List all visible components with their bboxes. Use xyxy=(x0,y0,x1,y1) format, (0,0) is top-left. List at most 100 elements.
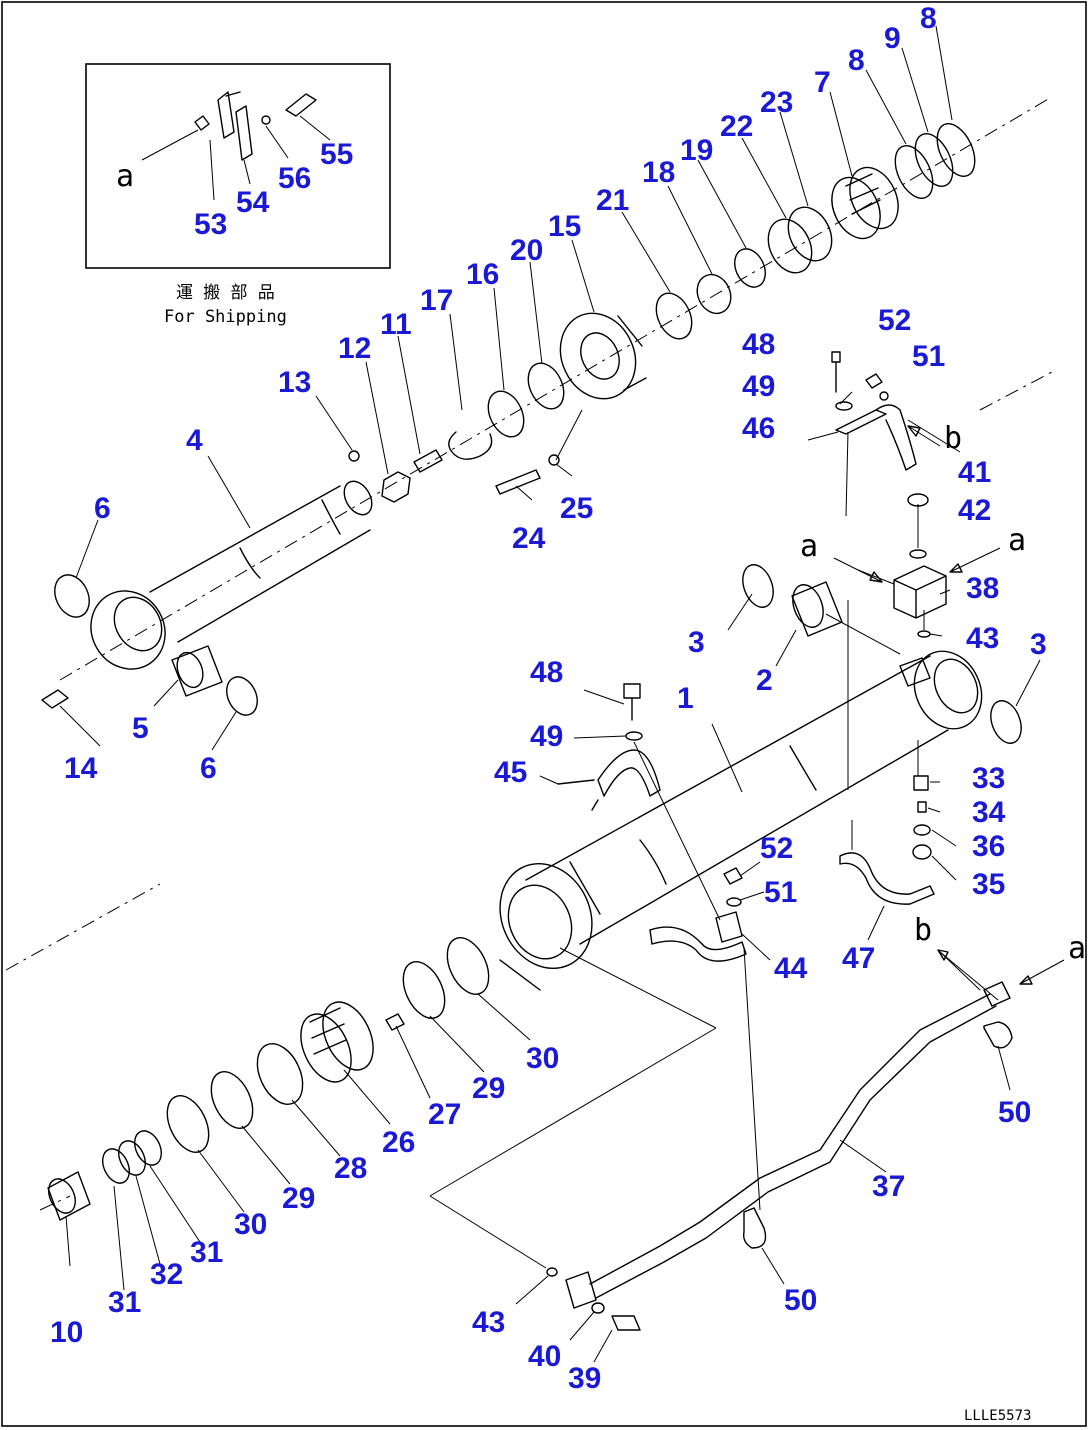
screw-11 xyxy=(413,449,443,473)
callout-29: 29 xyxy=(472,1072,505,1105)
lower-leaders xyxy=(65,993,531,1291)
ring-32 xyxy=(118,1140,146,1176)
tube-leaders xyxy=(711,391,1041,881)
callout-6: 6 xyxy=(200,752,217,785)
rod-bushing xyxy=(171,645,223,697)
callout-24: 24 xyxy=(512,522,546,555)
seal-20 xyxy=(527,362,565,410)
callout-9: 9 xyxy=(884,22,901,55)
piston-7 xyxy=(831,166,899,240)
ring-31b xyxy=(134,1130,162,1166)
callout-2: 2 xyxy=(756,664,773,697)
callout-50: 50 xyxy=(998,1096,1031,1129)
callout-52: 52 xyxy=(760,832,793,865)
clamp-50-right xyxy=(983,1021,1013,1049)
seal-3-left xyxy=(742,564,774,608)
cylinder-head-15 xyxy=(559,312,647,400)
callout-30: 30 xyxy=(526,1042,559,1075)
upper-leaders xyxy=(59,25,953,751)
fitting-33 xyxy=(913,775,929,791)
callout-6: 6 xyxy=(94,492,111,525)
seal-28 xyxy=(256,1043,304,1105)
callout-20: 20 xyxy=(510,234,543,267)
callout-14: 14 xyxy=(64,752,98,785)
callout-34: 34 xyxy=(972,796,1006,829)
callout-39: 39 xyxy=(568,1362,601,1395)
callout-55: 55 xyxy=(320,138,353,171)
o-ring-43-lower xyxy=(546,1267,558,1277)
screw-27 xyxy=(385,1013,405,1031)
inset-for-shipping: a 53 54 56 55 xyxy=(85,63,391,269)
callout-49: 49 xyxy=(742,370,775,403)
callout-10: 10 xyxy=(50,1316,83,1349)
nut-12 xyxy=(381,471,411,503)
callout-7: 7 xyxy=(814,66,831,99)
callout-22: 22 xyxy=(720,110,753,143)
callout-21: 21 xyxy=(596,184,629,217)
callout-36: 36 xyxy=(972,830,1005,863)
callout-30: 30 xyxy=(234,1208,267,1241)
bolt-24 xyxy=(495,469,541,495)
clamp-50-left xyxy=(742,1207,767,1249)
seal-3-right xyxy=(990,700,1022,744)
callout-27: 27 xyxy=(428,1098,461,1131)
lower-centerline xyxy=(5,883,161,971)
ring-8a xyxy=(894,145,934,199)
cylinder-tube xyxy=(499,650,983,991)
view-letter-a-2: a xyxy=(1008,523,1026,558)
callout-35: 35 xyxy=(972,868,1005,901)
valve-block-38 xyxy=(893,565,947,619)
callout-45: 45 xyxy=(494,756,527,789)
callout-32: 32 xyxy=(150,1258,183,1291)
o-ring-42 xyxy=(909,549,927,559)
cushion-16 xyxy=(487,390,525,438)
dust-seal-left xyxy=(54,574,90,618)
callout-51: 51 xyxy=(764,876,797,909)
callout-15: 15 xyxy=(548,210,581,243)
callout-33: 33 xyxy=(972,762,1005,795)
ring-31a xyxy=(102,1148,130,1184)
washer-40 xyxy=(591,1302,605,1314)
ring-29a xyxy=(210,1071,254,1129)
ring-30a xyxy=(166,1095,210,1153)
view-arrows xyxy=(833,425,1065,991)
washer-25 xyxy=(548,454,560,466)
callout-8: 8 xyxy=(920,2,937,35)
fitting-34 xyxy=(917,801,927,813)
bolt-39 xyxy=(611,1315,641,1331)
callout-8: 8 xyxy=(848,44,865,77)
callout-46: 46 xyxy=(742,412,775,445)
view-letter-a-1: a xyxy=(800,529,818,564)
callout-28: 28 xyxy=(334,1152,367,1185)
grease-fitting-13 xyxy=(348,450,360,462)
callout-19: 19 xyxy=(680,134,713,167)
callout-31: 31 xyxy=(190,1236,223,1269)
callout-52: 52 xyxy=(878,304,911,337)
view-letter-b-1: b xyxy=(944,421,962,456)
callout-18: 18 xyxy=(642,156,675,189)
clamp-41-46 xyxy=(831,351,917,471)
callout-51: 51 xyxy=(912,340,945,373)
view-letter-a-3: a xyxy=(1068,931,1086,966)
callout-26: 26 xyxy=(382,1126,415,1159)
grease-fitting-14 xyxy=(41,689,69,709)
pipe-37 xyxy=(565,981,1011,1309)
callout-25: 25 xyxy=(560,492,593,525)
callout-17: 17 xyxy=(420,284,453,317)
callout-11: 11 xyxy=(380,308,412,341)
callout-44: 44 xyxy=(774,952,808,985)
callout-48: 48 xyxy=(742,328,775,361)
view-letter-b-2: b xyxy=(914,913,932,948)
seal-21 xyxy=(655,292,693,340)
pipe-leaders xyxy=(429,947,1011,1363)
callout-53: 53 xyxy=(194,208,227,241)
callout-42: 42 xyxy=(958,494,991,527)
clamp-45 xyxy=(557,683,661,811)
callout-49: 49 xyxy=(530,720,563,753)
callout-16: 16 xyxy=(466,258,499,291)
nut-35 xyxy=(912,844,932,860)
callout-4: 4 xyxy=(186,424,203,457)
drawing-number: LLLE5573 xyxy=(964,1408,1031,1424)
ring-29b xyxy=(402,961,446,1019)
callouts: 1 2 3 3 4 5 6 6 7 8 8 9 10 11 12 13 14 1… xyxy=(50,2,1047,1395)
